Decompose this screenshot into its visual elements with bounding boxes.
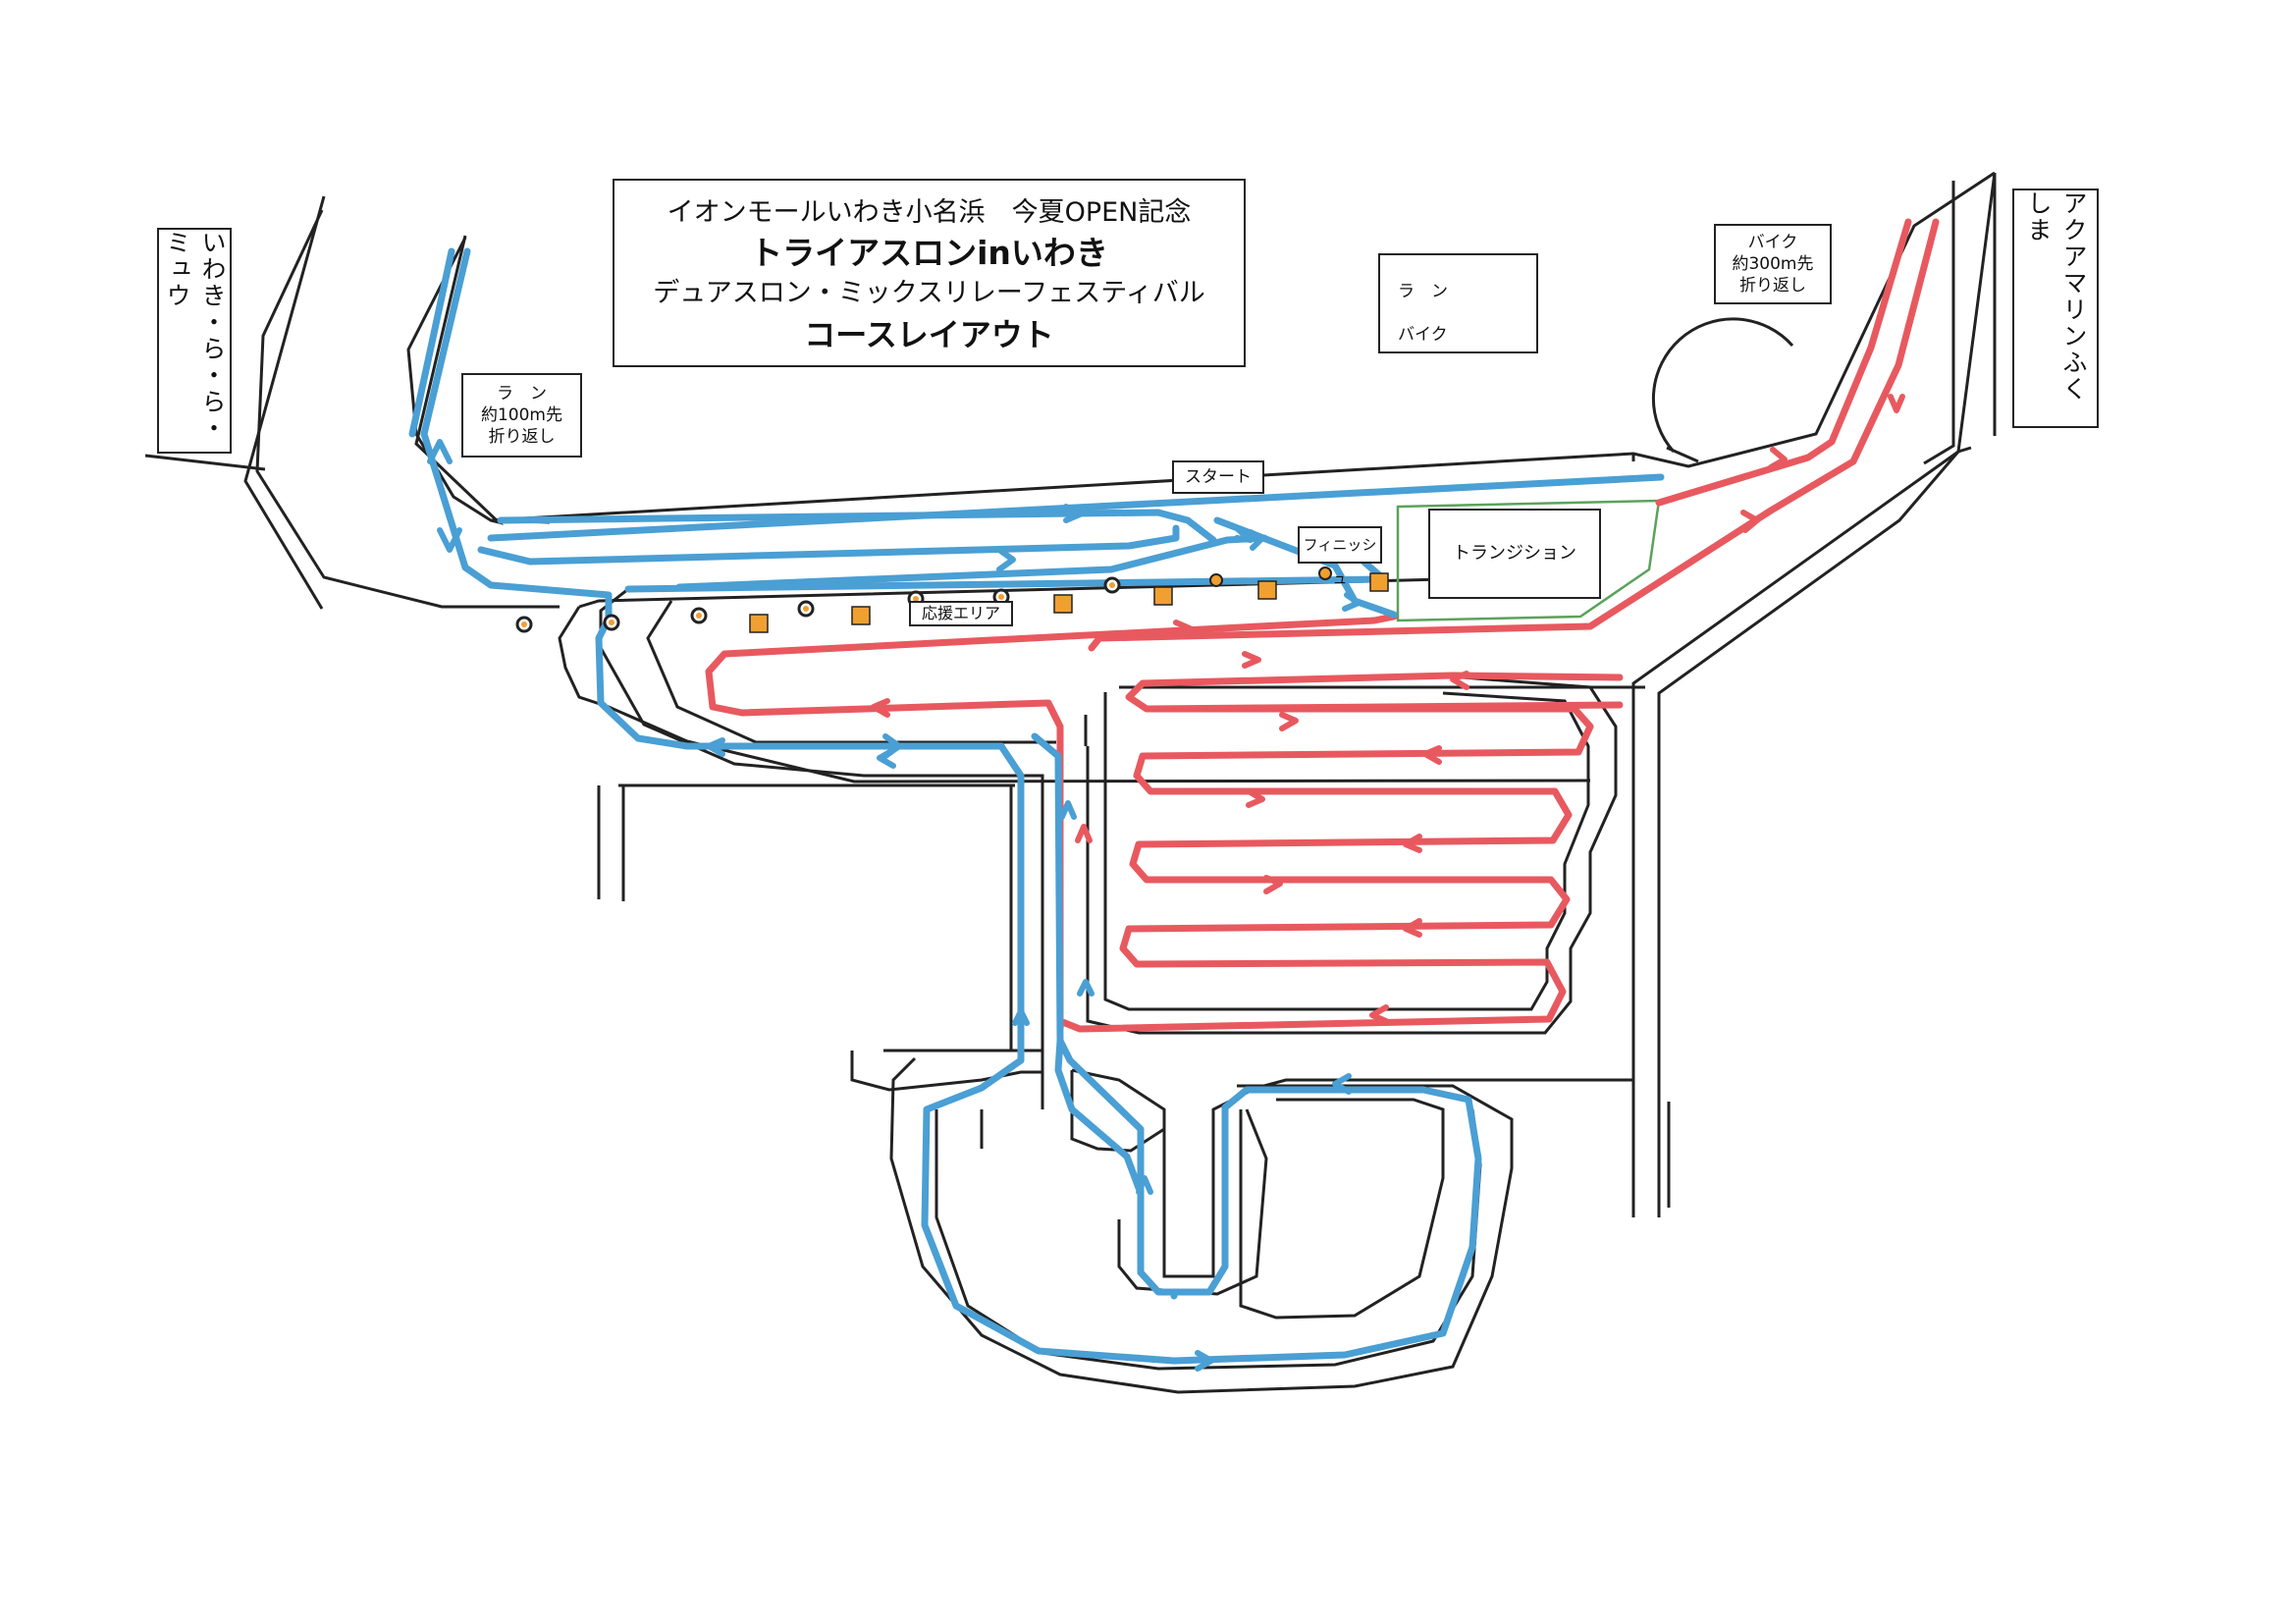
place-right-building: アクアマリンふくしま xyxy=(2012,189,2099,428)
legend-bike-label: バイク xyxy=(1398,325,1448,345)
bike-course xyxy=(705,218,1940,1033)
title-box: イオンモールいわき小名浜 今夏OPEN記念 トライアスロンinいわき デュアスロ… xyxy=(613,179,1246,367)
square-markers xyxy=(749,572,1389,633)
bike-arrows xyxy=(871,394,1905,1024)
place-left-building: いわき・ら・ら・ミュウ xyxy=(157,228,232,454)
bike-note-line-3: 折り返し xyxy=(1739,276,1806,296)
title-line-2: トライアスロンinいわき xyxy=(750,234,1108,272)
block-outlines xyxy=(621,173,1997,1208)
bike-note-line-2: 約300m先 xyxy=(1732,254,1814,274)
cheer-area-label: 応援エリア xyxy=(909,601,1013,626)
legend-run-label: ラ ン xyxy=(1398,282,1448,301)
finish-label: フィニッシュ xyxy=(1298,526,1382,587)
transition-label: トランジション xyxy=(1428,509,1601,599)
bike-note-line-1: バイク xyxy=(1747,233,1798,252)
run-turnaround-note: ラ ン 約100m先 折り返し xyxy=(461,373,582,458)
turnaround-circle xyxy=(1651,317,1794,453)
run-note-line-3: 折り返し xyxy=(488,427,556,447)
legend-box: ラ ン バイク xyxy=(1378,253,1538,353)
bike-turnaround-note: バイク 約300m先 折り返し xyxy=(1714,224,1832,304)
run-arrows xyxy=(427,439,1362,1372)
transition-area-border xyxy=(1396,499,1661,622)
title-line-3: デュアスロン・ミックスリレーフェスティバル xyxy=(653,278,1205,308)
title-line-1: イオンモールいわき小名浜 今夏OPEN記念 xyxy=(667,197,1192,228)
title-line-4: コースレイアウト xyxy=(804,316,1054,353)
run-note-line-2: 約100m先 xyxy=(480,405,562,425)
start-label: スタート xyxy=(1172,460,1264,494)
run-note-line-1: ラ ン xyxy=(497,384,547,404)
